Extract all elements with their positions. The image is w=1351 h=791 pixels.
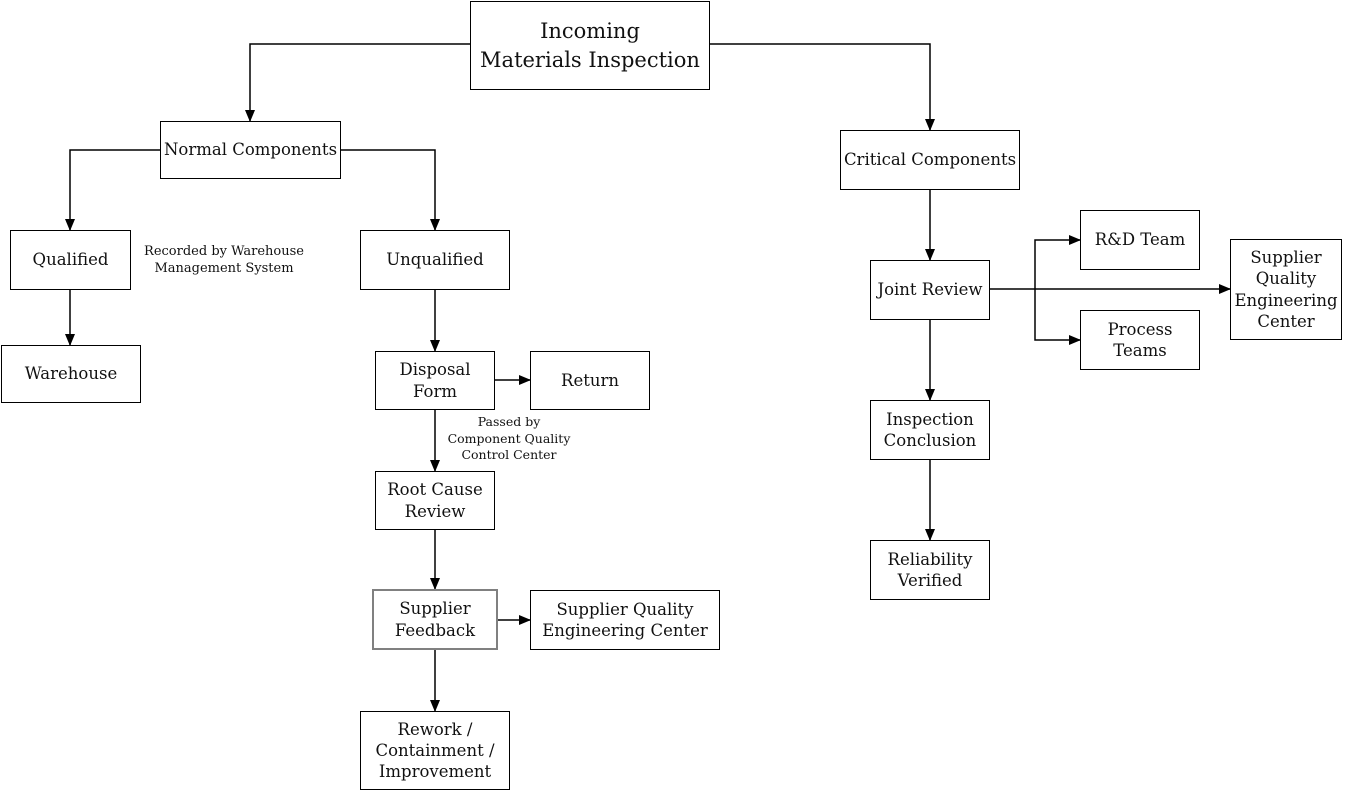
node-unqualified: Unqualified [360, 230, 510, 290]
node-supplier-feedback: Supplier Feedback [372, 589, 498, 650]
edge-normal-to-qualified [65, 149, 160, 231]
node-supplier-quality-engineering-center-right: Supplier Quality Engineering Center [1230, 239, 1342, 340]
node-inspection-conclusion: Inspection Conclusion [870, 400, 990, 460]
node-rework-containment-improvement: Rework / Containment / Improvement [360, 711, 510, 790]
node-root-cause-review: Root Cause Review [375, 471, 495, 530]
node-incoming-materials-inspection: Incoming Materials Inspection [470, 1, 710, 90]
annotation-passed-by-cqcc: Passed by Component Quality Control Cent… [447, 414, 571, 462]
node-return: Return [530, 351, 650, 410]
node-supplier-quality-engineering-center-left: Supplier Quality Engineering Center [530, 590, 720, 650]
edge-incoming-to-normal [245, 43, 470, 122]
node-warehouse: Warehouse [1, 345, 141, 403]
node-process-teams: Process Teams [1080, 310, 1200, 370]
edge-joint-to-process [1034, 289, 1081, 345]
node-rd-team: R&D Team [1080, 210, 1200, 270]
annotation-recorded-by-warehouse: Recorded by Warehouse Management System [144, 244, 304, 277]
edge-incoming-to-critical [710, 43, 935, 131]
edge-normal-to-unqualified [341, 149, 440, 231]
node-reliability-verified: Reliability Verified [870, 540, 990, 600]
node-critical-components: Critical Components [840, 130, 1020, 190]
node-normal-components: Normal Components [160, 121, 341, 179]
node-qualified: Qualified [10, 230, 131, 290]
edge-joint-to-rdteam [1034, 235, 1081, 289]
node-joint-review: Joint Review [870, 260, 990, 320]
node-disposal-form: Disposal Form [375, 351, 495, 410]
